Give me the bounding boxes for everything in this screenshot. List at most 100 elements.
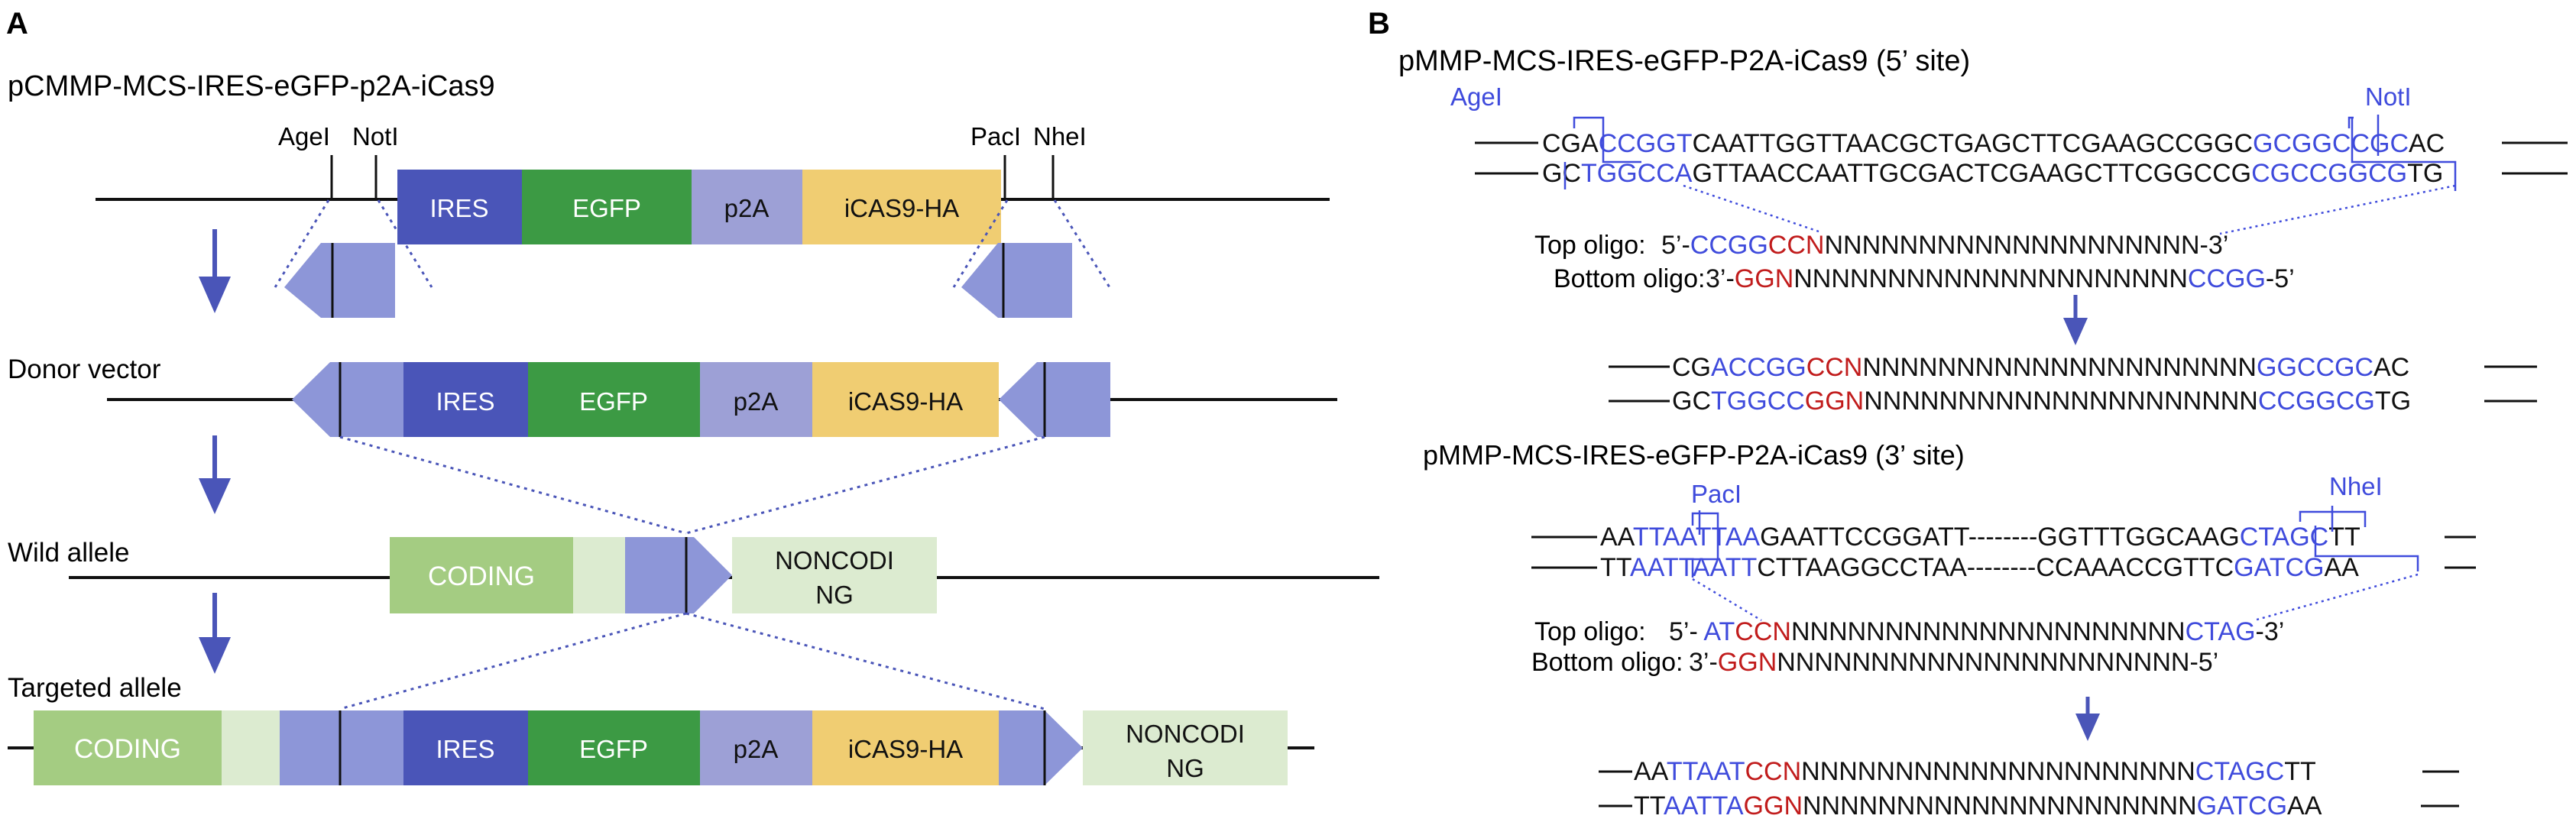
sequence-segment: CCGGT [1599,129,1693,158]
sequence-segment: CCN [1806,353,1863,382]
p2a-label: p2A [724,194,770,222]
targeted-allele-label: Targeted allele [8,673,182,703]
egfp-label: EGFP [579,387,648,416]
sequence-segment: CAATTGGTTAACGCTGAGCTTCGAAGCCGGC [1692,129,2253,158]
sequence-segment: GATCG [2197,791,2287,820]
sequence-segment: AA [1600,523,1635,552]
sequence-segment: TTAATTAA [1633,523,1761,552]
dna-3-bottom-strand: TTAATTAATTCTTAAGGCCTAA--------CCAAACCGTT… [1600,553,2359,582]
sequence-segment: CTAGC [2195,757,2284,786]
sequence-segment: GGN [1735,264,1793,293]
sequence-segment: CCGG [2188,264,2266,293]
sequence-segment: CTAG [2186,617,2256,646]
panel-a-label: A [6,7,28,40]
site-nhei: NheI [2329,472,2383,500]
ires-label: IRES [436,735,494,763]
sequence-segment: NNNNNNNNNNNNNNNNNNNNN [1801,757,2195,786]
panel-b: B pMMP-MCS-IRES-eGFP-P2A-iCas9 (5’ site)… [1368,7,2568,820]
sequence-segment: CCN [1745,757,1801,786]
sequence-segment: AC [2373,353,2409,382]
sequence-segment: GGN [1805,387,1864,416]
oligo-5-bottom: 3’-GGNNNNNNNNNNNNNNNNNNNNNNCCGG-5’ [1706,264,2295,293]
sequence-segment: GC [1542,159,1581,188]
sequence-segment: TG [2375,387,2411,416]
oligo-3-top: 5’- ATCCNNNNNNNNNNNNNNNNNNNNNNCTAG-3’ [1669,617,2284,646]
icas9-label: iCAS9-HA [848,387,963,416]
site-label-agei: AgeI [278,122,330,150]
noncoding-label: NONCODI [775,546,894,574]
dna-5-top-strand: CGACCGGTCAATTGGTTAACGCTGAGCTTCGAAGCCGGCG… [1542,129,2445,158]
sequence-segment: TG [2407,159,2443,188]
sequence-segment: TGGCC [1711,387,1805,416]
result-3-bottom: TTAATTAGGNNNNNNNNNNNNNNNNNNNNNNGATCGAA [1634,791,2322,820]
sequence-segment: AA [1634,757,1669,786]
site-label-paci: PacI [970,122,1021,150]
result-3-top: AATTAATCCNNNNNNNNNNNNNNNNNNNNNNCTAGCTT [1634,757,2316,786]
oligo-5-top: 5’-CCGGCCNNNNNNNNNNNNNNNNNNNNN-3’ [1661,231,2228,260]
sequence-segment: NNNNNNNNNNNNNNNNNNNNN [1864,387,2258,416]
p2a-label: p2A [734,387,779,416]
right-homology-arm-insert [961,243,1072,318]
result-5-top: CGACCGGCCNNNNNNNNNNNNNNNNNNNNNNGGCCGCAC [1672,353,2409,382]
sequence-segment: GCGGCCGC [2253,129,2409,158]
title-3-site: pMMP-MCS-IRES-eGFP-P2A-iCas9 (3’ site) [1423,439,1965,471]
icas9-label: iCAS9-HA [848,735,963,763]
sequence-segment: N-5’ [2171,648,2218,677]
sequence-segment: GC [1672,387,1711,416]
ires-label: IRES [429,194,488,222]
panel-a: A pCMMP-MCS-IRES-eGFP-p2A-iCas9 AgeI Not… [6,7,1379,785]
sequence-segment: 3’- [1706,264,1735,293]
left-homology-arm-insert [284,243,395,318]
bottom-oligo-label: Bottom oligo: [1531,648,1683,677]
sequence-segment: CCN [1768,231,1825,260]
p2a-block [692,170,802,244]
sequence-segment: -3’ [2256,617,2285,646]
sequence-segment: TT [1634,791,1665,820]
coding-label: CODING [428,561,535,591]
plasmid-title: pCMMP-MCS-IRES-eGFP-p2A-iCas9 [8,70,495,102]
sequence-segment: ACCGG [1711,353,1806,382]
sequence-segment: CTAGC [2240,523,2328,552]
site-noti: NotI [2365,83,2412,111]
oligo-3-bottom: 3’-GGNNNNNNNNNNNNNNNNNNNNNNN-5’ [1689,648,2218,677]
noncoding-label: NONCODI [1126,720,1245,748]
donor-left-arm [292,362,403,437]
sequence-segment: TGGCCA [1581,159,1693,188]
arrow-down-icon [199,637,231,674]
sequence-segment: CGCCGGCG [2251,159,2407,188]
sequence-segment: 3’- [1689,648,1718,677]
sequence-segment: GGN [1744,791,1803,820]
arrow-down-icon [199,277,231,313]
coding-label: CODING [74,734,181,764]
top-oligo-label: Top oligo: [1534,617,1646,646]
sequence-segment: TT [2328,523,2361,552]
title-5-site: pMMP-MCS-IRES-eGFP-P2A-iCas9 (5’ site) [1398,45,1970,77]
arrow-down-icon [2063,318,2088,345]
sequence-segment: TT [2284,757,2316,786]
sequence-segment: CGA [1542,129,1599,158]
sequence-segment: NNNNNNNNNNNNNNNNNNNNN [1862,353,2257,382]
sequence-segment: AA [2325,553,2360,582]
panel-b-label: B [1368,7,1390,40]
noncoding-label: NG [1166,754,1204,782]
sequence-segment: GATCG [2234,553,2324,582]
sequence-segment: CG [1672,353,1711,382]
sequence-segment: NNNNNNNNNNNNNNNNNNNNN [1803,791,2197,820]
arrow-down-icon [2075,714,2100,741]
p2a-label: p2A [734,735,779,763]
sequence-segment: GGN [1718,648,1777,677]
site-label-noti: NotI [352,122,399,150]
icas9-block [802,170,1001,244]
egfp-block [522,170,692,244]
sequence-segment: AATTA [1664,791,1744,820]
dna-5-bottom-strand: GCTGGCCAGTTAACCAATTGCGACTCGAAGCTTCGGCCGC… [1542,159,2443,188]
sequence-segment: AA [2287,791,2322,820]
sequence-segment: NNNNNNNNNNNNNNNNNNNNN [1793,264,2188,293]
sequence-segment: GGCCGC [2257,353,2373,382]
sequence-segment: CCGGCG [2258,387,2375,416]
bottom-oligo-label: Bottom oligo: [1554,264,1705,293]
donor-vector-label: Donor vector [8,354,161,384]
sequence-segment: CTTAAGGCCTAA--------CCAAACCGTTC [1757,553,2234,582]
sequence-segment: CCN [1735,617,1791,646]
